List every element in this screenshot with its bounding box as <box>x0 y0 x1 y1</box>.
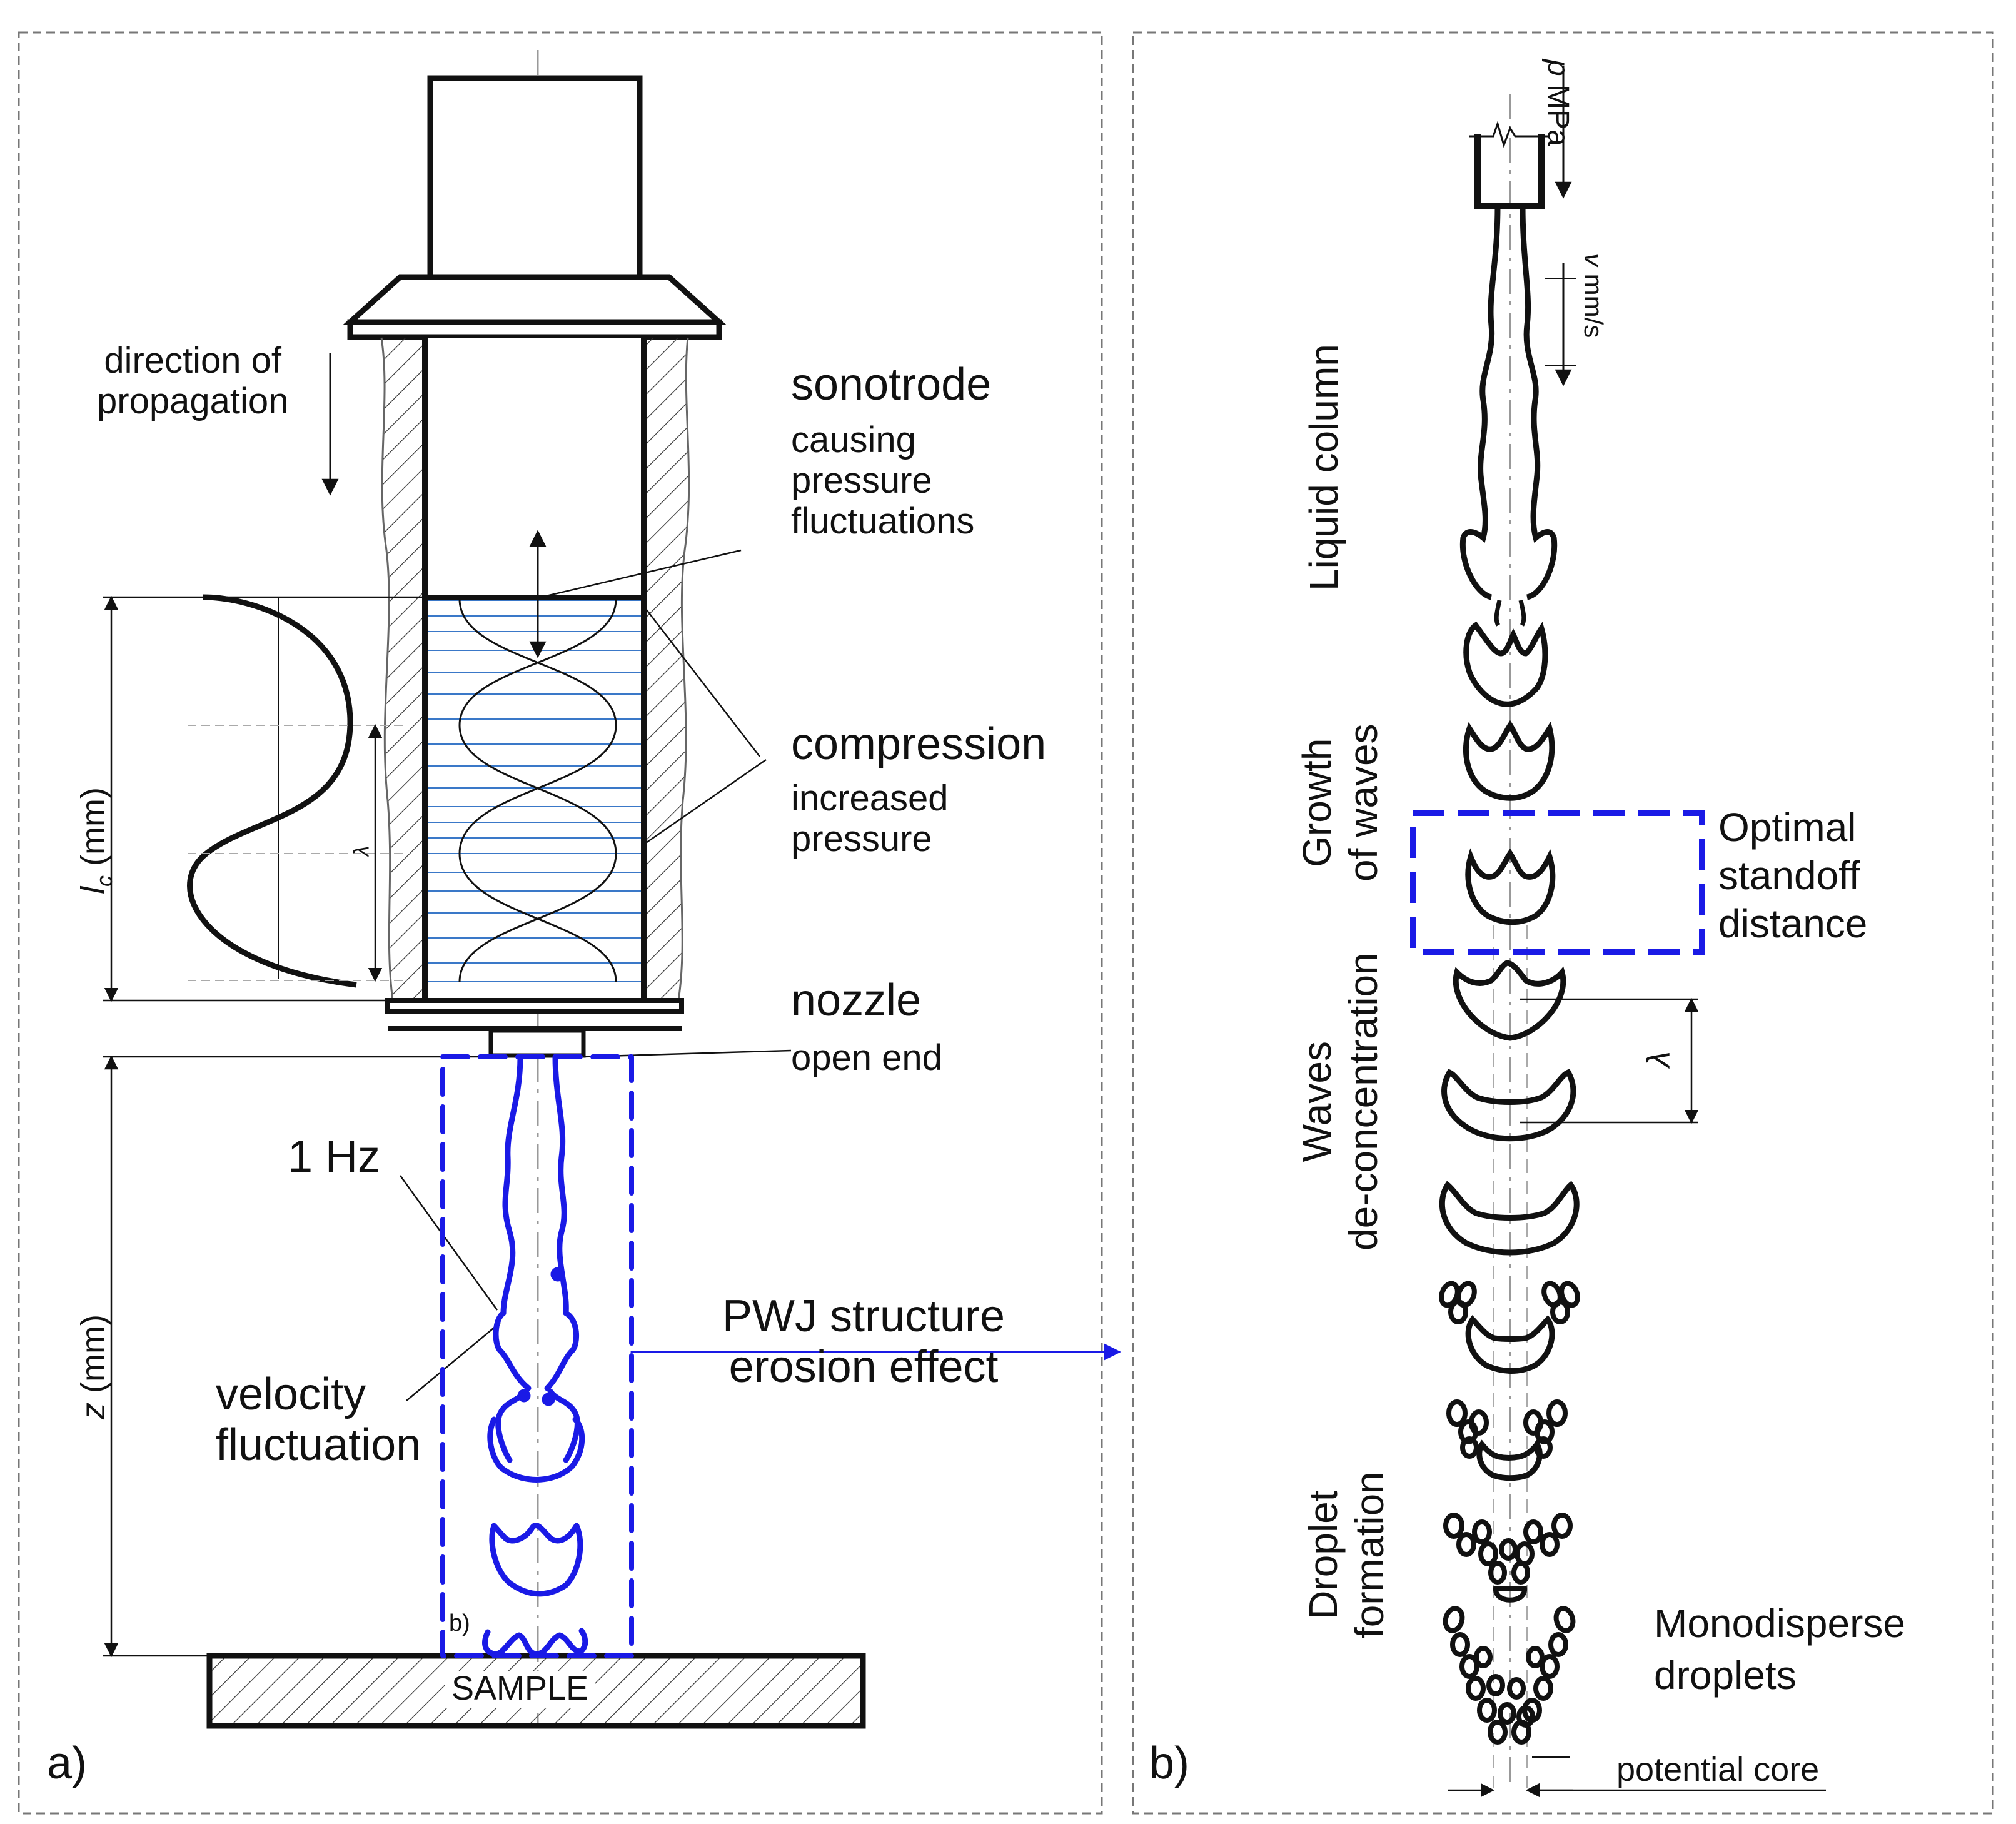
sonotrode-title: sonotrode <box>791 360 992 410</box>
wave-shape-7 <box>1465 1315 1555 1374</box>
panel-a-frame <box>18 31 1103 1815</box>
compression-desc: increased pressure <box>791 778 949 859</box>
standing-wave-2 <box>458 598 617 982</box>
nozzle-title: nozzle <box>791 975 922 1025</box>
wall-right <box>644 338 689 1000</box>
sonotrode-block <box>427 75 643 280</box>
pressure-profile <box>187 594 357 988</box>
nozzle-b <box>1474 134 1545 209</box>
panel-a-jet <box>440 1054 1121 1658</box>
velocity-b-label: v mm/s <box>1579 253 1608 338</box>
z-prefix: z <box>74 1403 112 1419</box>
pressure-sym: p <box>1541 59 1575 76</box>
velocity-sym: v <box>1579 253 1608 266</box>
nozzle-desc: open end <box>791 1037 942 1078</box>
optimal-standoff-box <box>1410 810 1705 955</box>
nozzle-tip <box>488 1028 586 1058</box>
wave-shape-1 <box>1463 621 1548 707</box>
z-unit: (mm) <box>74 1314 112 1403</box>
compression-title: compression <box>791 719 1047 769</box>
sonotrode-flange <box>343 274 727 325</box>
chamber <box>425 338 644 1000</box>
panel-a-drawing <box>103 50 866 1729</box>
droplet-formation-label: Droplet formation <box>1301 1471 1392 1638</box>
wave-shape-3 <box>1465 848 1556 925</box>
monodisperse-label: Monodisperse droplets <box>1654 1601 1905 1698</box>
lc-prefix: l <box>74 887 112 894</box>
droplets <box>1439 1281 1580 1745</box>
freq-label: 1 Hz <box>288 1132 381 1182</box>
panel-b-label: b) <box>1149 1738 1190 1788</box>
potential-core-label: potential core <box>1616 1751 1820 1788</box>
pwj-label: PWJ structure erosion effect <box>722 1291 1005 1392</box>
liquid-column-left <box>1459 206 1501 600</box>
wave-shape-2 <box>1463 720 1555 801</box>
waves-label: Waves de-concentration <box>1294 952 1386 1251</box>
velocity-unit: mm/s <box>1579 266 1608 338</box>
lambda-b: λ <box>1640 1051 1677 1067</box>
panel-b-frame <box>1132 31 1994 1815</box>
nozzle-plate <box>385 998 684 1014</box>
panel-b-drawing <box>1410 66 1826 1798</box>
panel-a-label: a) <box>47 1738 88 1788</box>
lc-sub: c <box>91 875 117 887</box>
wave-shape-5 <box>1441 1069 1576 1142</box>
liquid-column-label: Liquid column <box>1301 344 1346 591</box>
growth-label: Growth of waves <box>1294 723 1386 882</box>
wall-left <box>381 338 425 1000</box>
wave-shape-4 <box>1453 960 1566 1041</box>
liquid-column-right <box>1520 206 1558 600</box>
direction-label: direction of propagation <box>97 340 289 421</box>
sample-label: SAMPLE <box>451 1670 589 1707</box>
lc-label: lc (mm) <box>74 787 118 894</box>
lc-unit: (mm) <box>74 787 112 875</box>
pressure-label: p MPa <box>1541 59 1575 146</box>
b-marker: b) <box>449 1610 470 1636</box>
lambda-a: λ <box>350 845 374 857</box>
wave-shape-6 <box>1439 1181 1580 1256</box>
sonotrode-desc: causing pressure fluctuations <box>791 420 975 542</box>
z-label: z (mm) <box>74 1314 113 1419</box>
chamber-liquid-lines <box>428 600 642 982</box>
optimal-label: Optimal standoff distance <box>1718 805 1868 946</box>
velocity-label: velocity fluctuation <box>216 1369 421 1470</box>
pressure-unit: MPa <box>1541 76 1575 146</box>
